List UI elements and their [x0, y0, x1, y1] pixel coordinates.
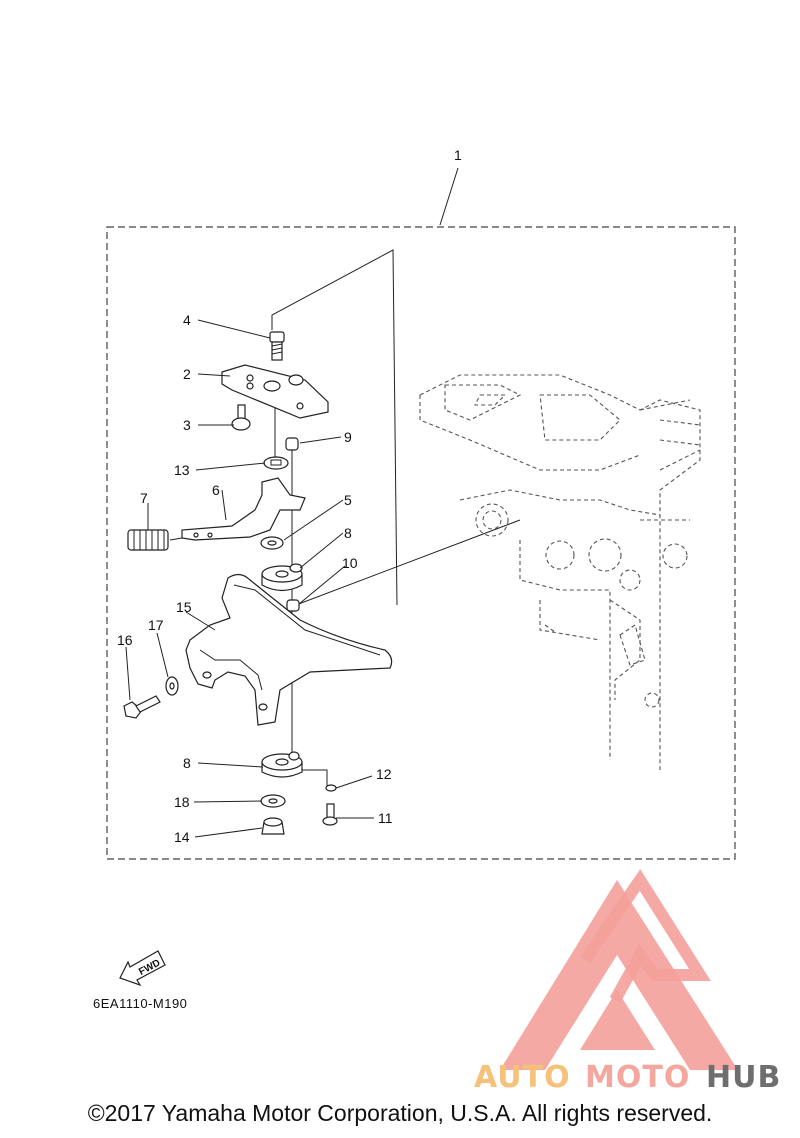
callout-14: 14 [174, 829, 190, 845]
bracket-ghost-outline [419, 374, 701, 770]
callout-6: 6 [212, 482, 220, 498]
part-9-collar [285, 437, 299, 451]
callout-7: 7 [140, 490, 148, 506]
callout-18: 18 [174, 794, 190, 810]
part-7-grip [127, 529, 183, 551]
part-15-bracket [185, 573, 393, 726]
part-6-lever [181, 477, 306, 541]
logo-triangle [500, 880, 738, 1070]
part-13-washer [263, 456, 289, 470]
assembly-boundary [106, 226, 736, 860]
part-8-grommet-upper [261, 563, 303, 592]
logo-text-auto: AUTO [474, 1060, 571, 1095]
callout-8-upper: 8 [344, 525, 352, 541]
part-12-washer [325, 784, 337, 792]
part-16-bolt [123, 695, 161, 719]
callout-9: 9 [344, 429, 352, 445]
part-11-screw [322, 803, 338, 826]
callout-3: 3 [183, 417, 191, 433]
part-8-grommet-lower [261, 751, 303, 778]
callout-5: 5 [344, 492, 352, 508]
part-10-collar [286, 599, 300, 612]
part-5-washer [260, 536, 284, 550]
callout-1: 1 [454, 147, 462, 163]
callout-13: 13 [174, 462, 190, 478]
callout-17: 17 [148, 617, 164, 633]
callout-labels: 1 2 3 4 5 6 7 8 8 9 10 11 12 13 14 15 16… [117, 147, 462, 845]
callout-12: 12 [376, 766, 392, 782]
part-4-bolt [269, 331, 285, 361]
part-2-plate [221, 364, 329, 419]
assembly-lines [271, 167, 521, 790]
callout-16: 16 [117, 632, 133, 648]
callout-11: 11 [378, 810, 393, 826]
callout-10: 10 [342, 555, 358, 571]
automotohub-logo: AUTO MOTO HUB [474, 869, 781, 1095]
part-18-washer [260, 794, 286, 808]
fwd-arrow-icon: FWD [119, 950, 166, 987]
part-3-screw [231, 404, 251, 431]
logo-inner-stroke [580, 869, 711, 1003]
part-14-nut [261, 817, 285, 835]
logo-text-hub: HUB [706, 1060, 781, 1095]
callout-8-lower: 8 [183, 755, 191, 771]
callout-leaders [125, 319, 374, 838]
callout-4: 4 [183, 312, 191, 328]
callout-15: 15 [176, 599, 192, 615]
part-17-washer [165, 676, 179, 696]
copyright-notice: ©2017 Yamaha Motor Corporation, U.S.A. A… [87, 1100, 713, 1126]
diagram-code: 6EA1110-M190 [93, 996, 187, 1011]
callout-2: 2 [183, 366, 191, 382]
logo-text-moto: MOTO [585, 1060, 690, 1095]
